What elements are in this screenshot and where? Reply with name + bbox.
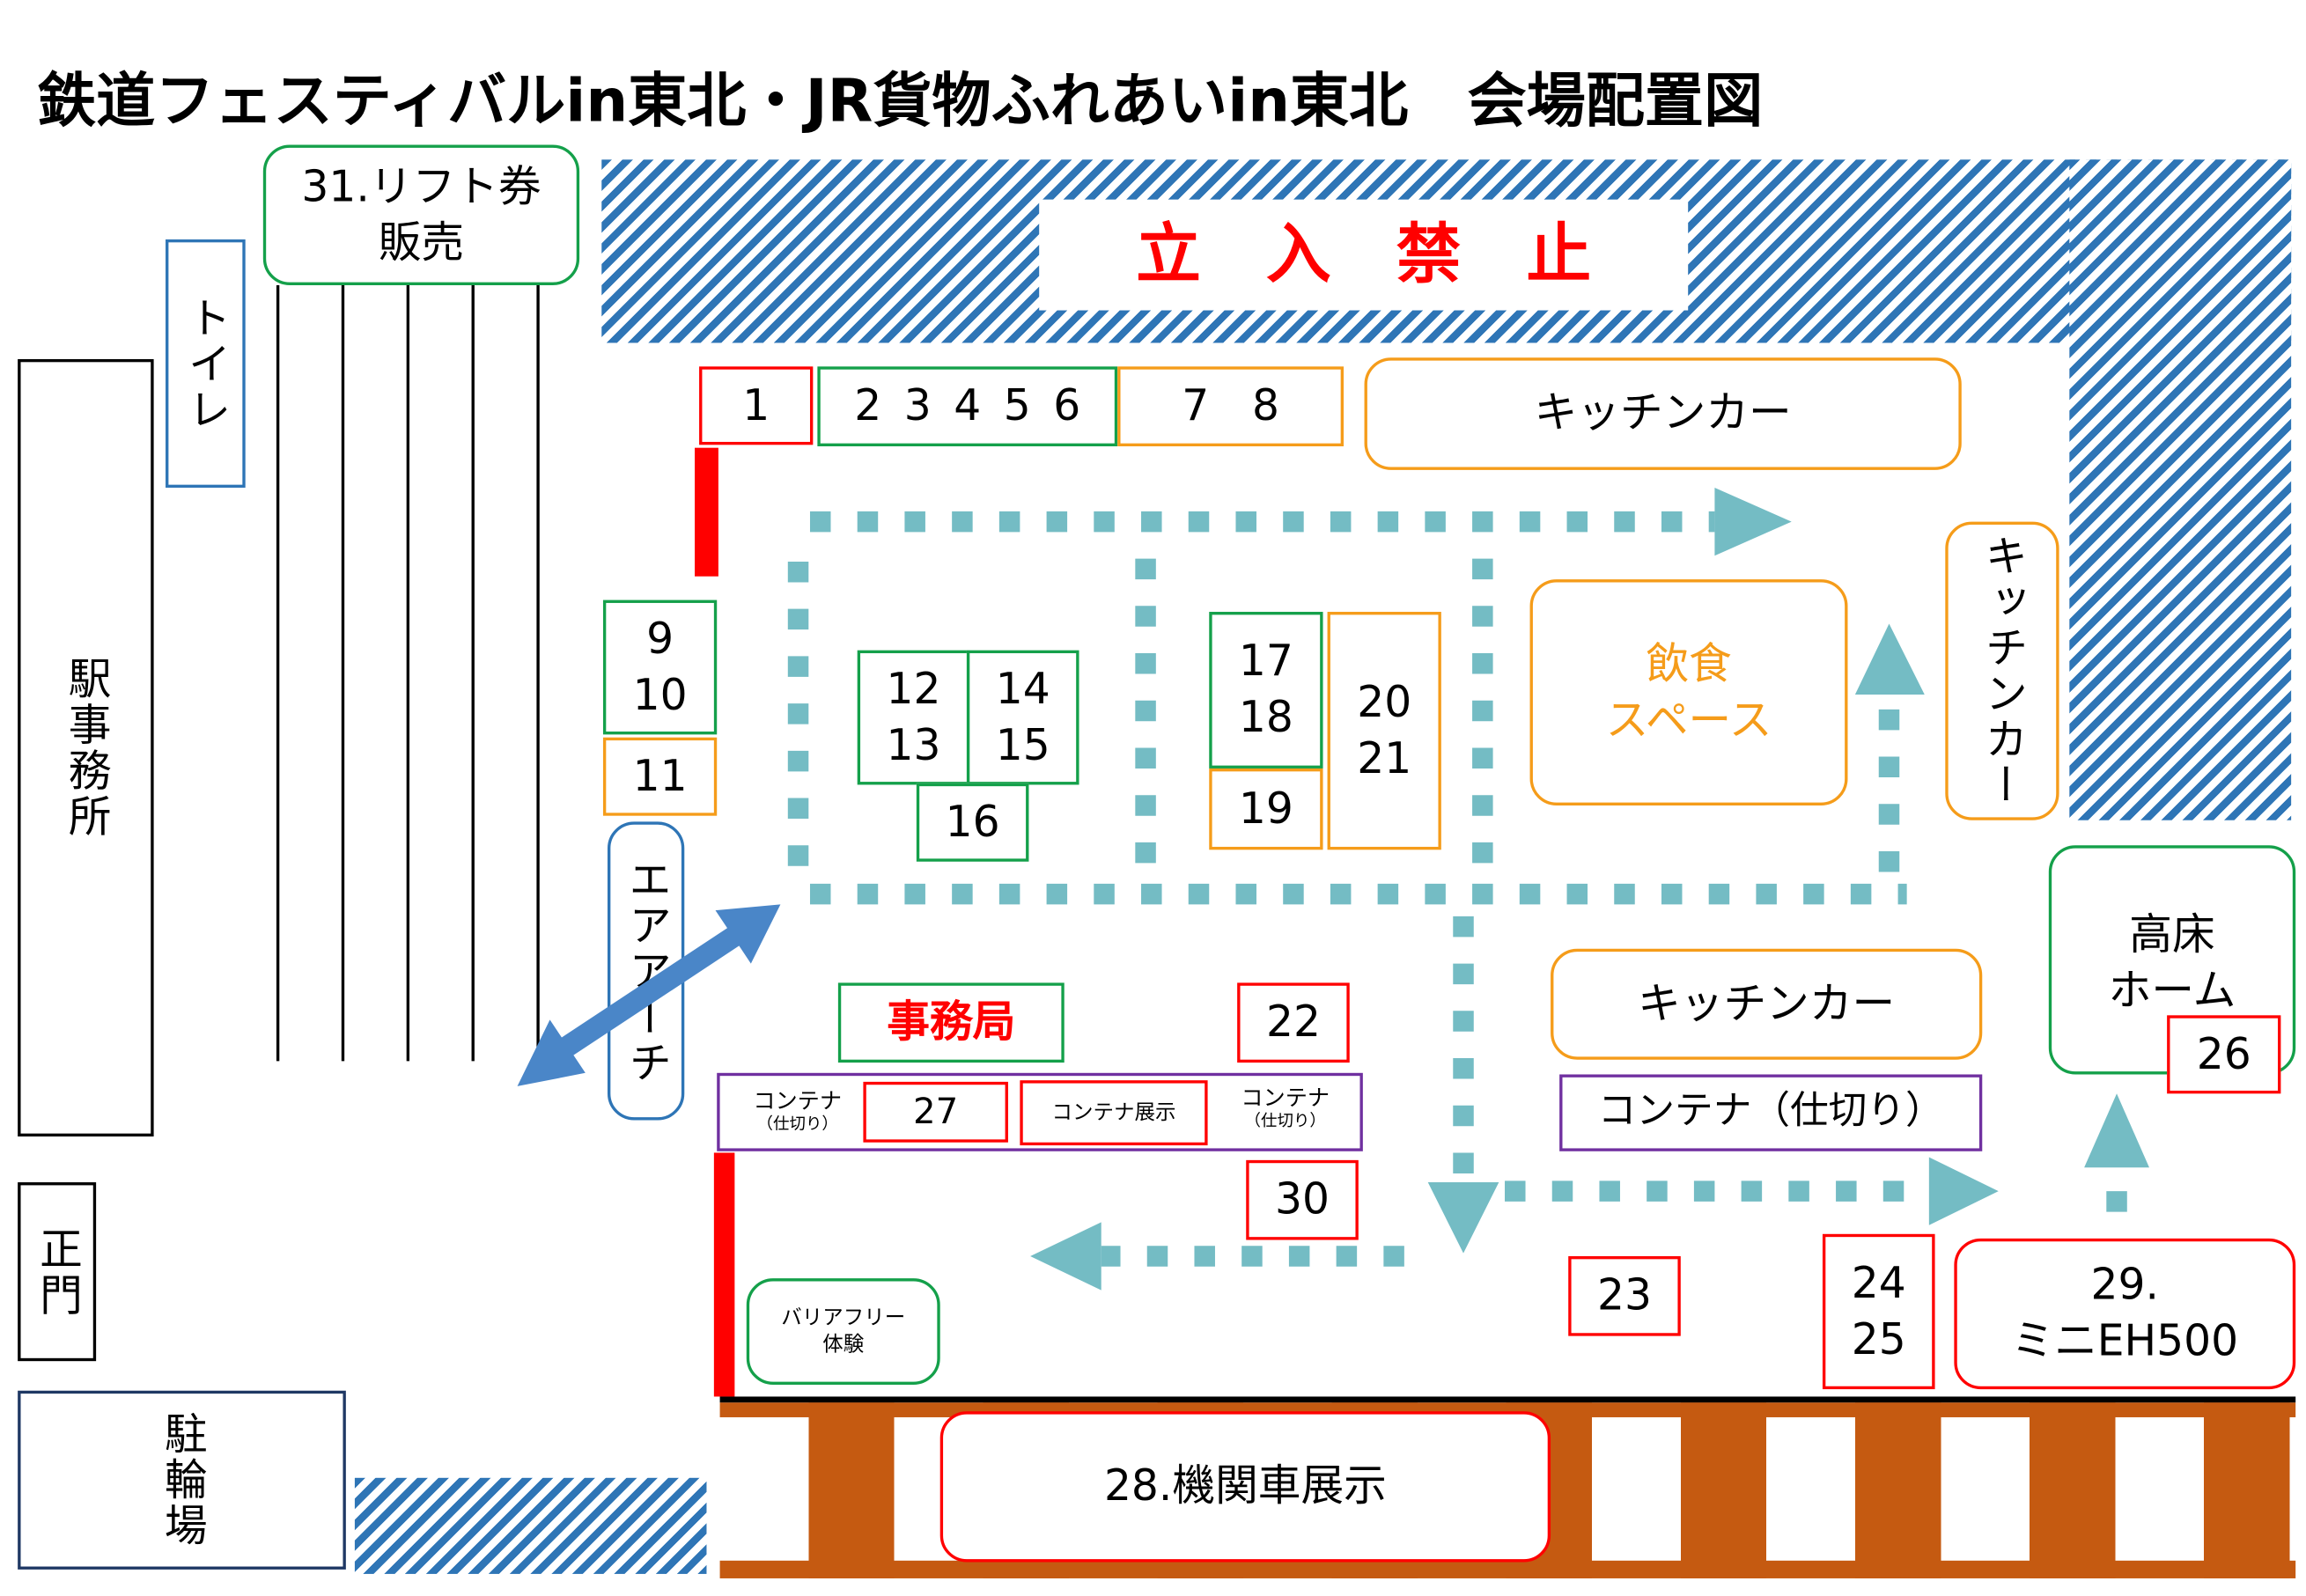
arrow-up-icon: [1854, 623, 1925, 695]
booth-19: 19: [1209, 768, 1323, 850]
restricted-area-bottom: [354, 1477, 707, 1574]
booth-24-25: 24 25: [1822, 1233, 1935, 1390]
arrow-up-icon: [2084, 1093, 2149, 1168]
arrow-right-icon: [1928, 1157, 1999, 1225]
booth-9-10: 9 10: [602, 599, 718, 735]
page-title: 鉄道フェスティバルin東北・JR貨物ふれあいin東北 会場配置図: [36, 68, 1764, 136]
booth-12-13: 12 13: [857, 650, 970, 785]
kitchen-car-middle: キッチンカー: [1551, 948, 1983, 1060]
arrow-right-icon: [1714, 488, 1792, 556]
booth-7-8: 7 8: [1117, 366, 1345, 446]
arrowheads: [1030, 488, 2149, 1291]
booth-17-18: 17 18: [1209, 612, 1323, 769]
toilet: トイレ: [166, 239, 246, 489]
air-arch: エアアーチ: [607, 821, 685, 1121]
bicycle-parking: 駐輪場: [18, 1390, 346, 1570]
container-exhibit: コンテナ展示: [1020, 1080, 1208, 1146]
booth-26: 26: [2167, 1015, 2281, 1094]
booth-20-21: 20 21: [1327, 612, 1441, 850]
container-partition-label: コンテナ: [753, 1087, 843, 1114]
booth-30: 30: [1246, 1159, 1359, 1240]
container-partition-sub: （仕切り）: [756, 1114, 838, 1134]
locomotive-exhibit: 28.機関車展示: [939, 1411, 1551, 1563]
container-partition-right: コンテナ （仕切り）: [1222, 1085, 1348, 1130]
booth-23: 23: [1568, 1255, 1681, 1336]
double-arrow-icon: [517, 904, 781, 1086]
booth-1: 1: [699, 366, 814, 445]
container-partition-left: コンテナ （仕切り）: [734, 1088, 860, 1134]
booth-27: 27: [863, 1081, 1008, 1143]
booth-2-6: 2 3 4 5 6: [817, 366, 1118, 446]
container-partition-sub: （仕切り）: [1244, 1111, 1326, 1131]
barrier-free-experience: バリアフリー 体験: [746, 1278, 940, 1386]
restricted-area-right: [2069, 159, 2292, 820]
barrier-top: [695, 447, 718, 577]
secretariat: 事務局: [837, 982, 1065, 1063]
container-partition: コンテナ（仕切り）: [1559, 1074, 1983, 1151]
kitchen-car-top: キッチンカー: [1364, 357, 1962, 470]
booth-16: 16: [916, 783, 1029, 862]
barrier-bottom: [713, 1152, 735, 1397]
arrow-left-icon: [1030, 1222, 1101, 1291]
container-partition-label: コンテナ: [1241, 1085, 1330, 1112]
booth-11: 11: [602, 737, 718, 816]
booth-22: 22: [1237, 982, 1350, 1063]
main-gate: 正門: [18, 1182, 97, 1362]
station-office: 駅事務所: [18, 358, 154, 1136]
mini-eh500: 29. ミニEH500: [1954, 1238, 2296, 1390]
arrow-down-icon: [1427, 1182, 1499, 1254]
lift-lanes: [276, 285, 540, 1062]
kitchen-car-right: キッチンカー: [1945, 521, 2059, 820]
lift-ticket-booth: 31.リフト券 販売: [262, 144, 580, 286]
dining-space: 飲食 スペース: [1529, 579, 1848, 805]
dotted-route: [787, 511, 2127, 1267]
no-entry-label: 立 入 禁 止: [1039, 199, 1689, 311]
